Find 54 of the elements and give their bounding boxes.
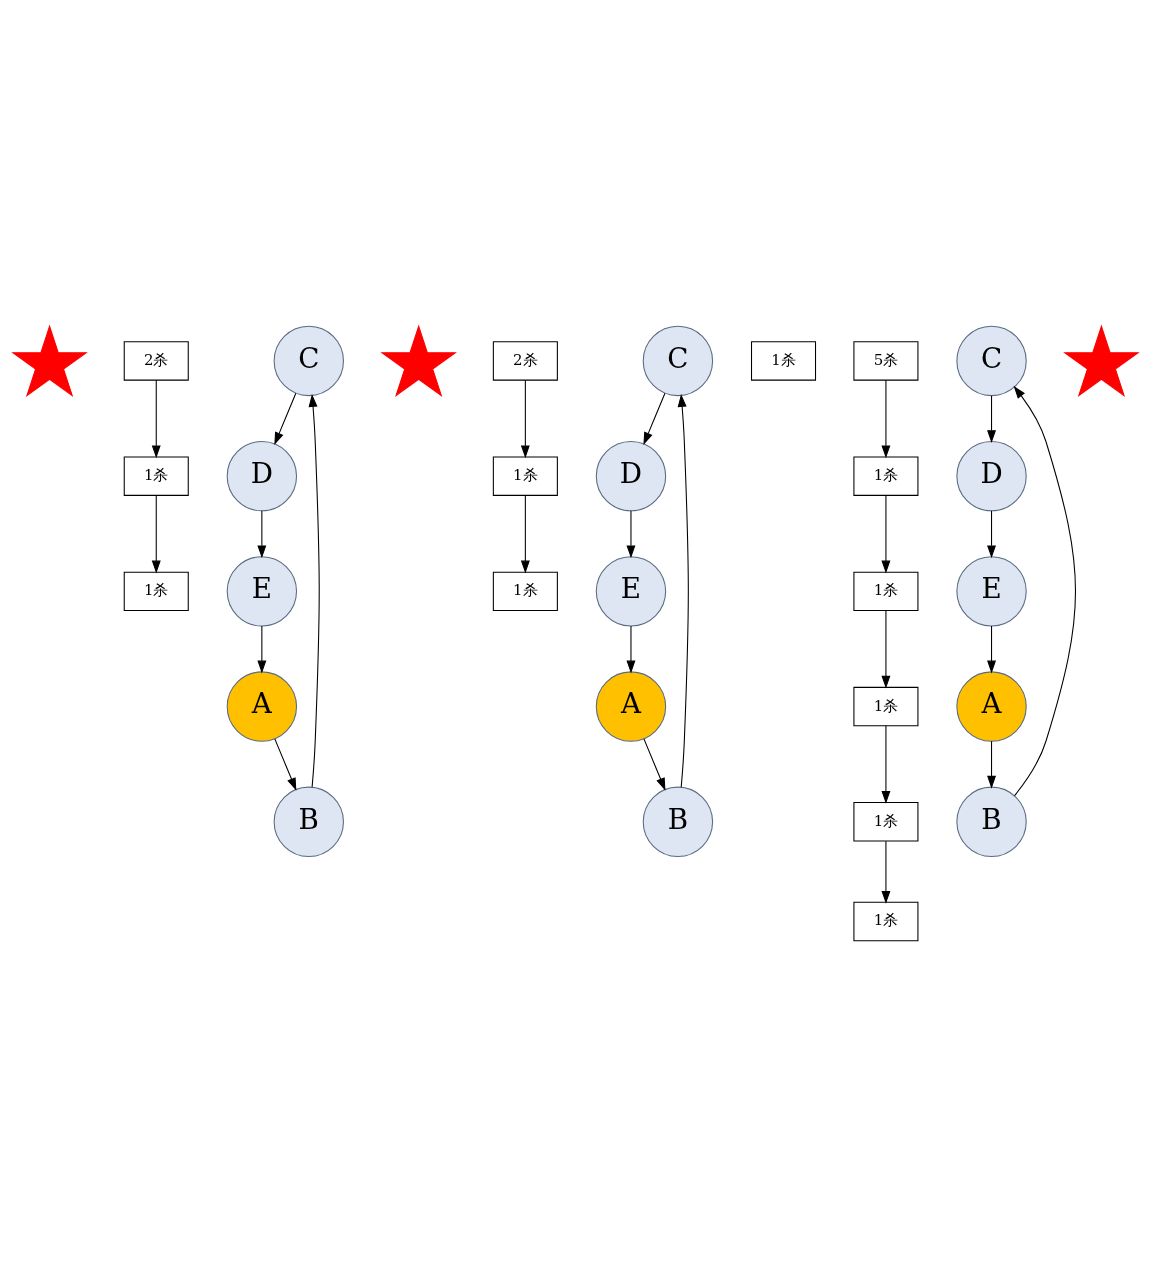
node-box: 1杀 [853,802,919,842]
node-circle: E [226,556,298,627]
arrow [881,725,891,804]
arrow [257,625,267,674]
node-box: 1杀 [123,456,189,496]
arrow [626,510,636,559]
node-circle: B [273,786,344,857]
arrow [881,840,891,904]
arrow [274,738,297,791]
node-circle: A [956,671,1027,742]
node-circle: A [595,671,667,742]
node-box: 1杀 [853,901,919,942]
arrow [881,494,891,574]
node-circle: E [595,556,667,627]
node-circle: E [956,556,1027,627]
arrow [151,379,161,459]
arrow [274,392,297,446]
node-circle: C [273,325,344,397]
node-box: 1杀 [853,686,919,727]
arrow [308,394,320,788]
node-box: 5杀 [853,341,919,381]
node-circle: C [642,325,714,397]
node-circle: A [226,671,298,742]
arrow [987,510,997,559]
node-star [1063,324,1140,397]
node-box: 1杀 [123,571,189,612]
node-circle: B [956,786,1027,857]
node-box: 1杀 [492,571,558,612]
node-star [11,324,88,397]
node-circle: D [595,440,667,512]
arrow [520,494,530,574]
arrow [677,394,689,788]
arrow [643,392,666,446]
node-star [380,324,457,397]
arrow [257,510,267,559]
node-box: 1杀 [853,571,919,612]
arrow [987,625,997,674]
arrow [1013,385,1077,797]
arrow [881,379,891,459]
arrow [643,738,666,791]
arrow [987,395,997,443]
node-box: 1杀 [853,456,919,496]
arrow [881,610,891,689]
node-box: 1杀 [492,456,558,496]
node-circle: B [642,786,714,857]
node-box: 1杀 [750,341,817,381]
arrow [626,625,636,674]
arrow [987,740,997,789]
node-circle: D [226,440,298,512]
arrow [151,494,161,574]
arrow [520,379,530,459]
node-box: 2杀 [123,341,189,381]
node-circle: D [956,440,1027,512]
node-box: 2杀 [492,341,558,381]
